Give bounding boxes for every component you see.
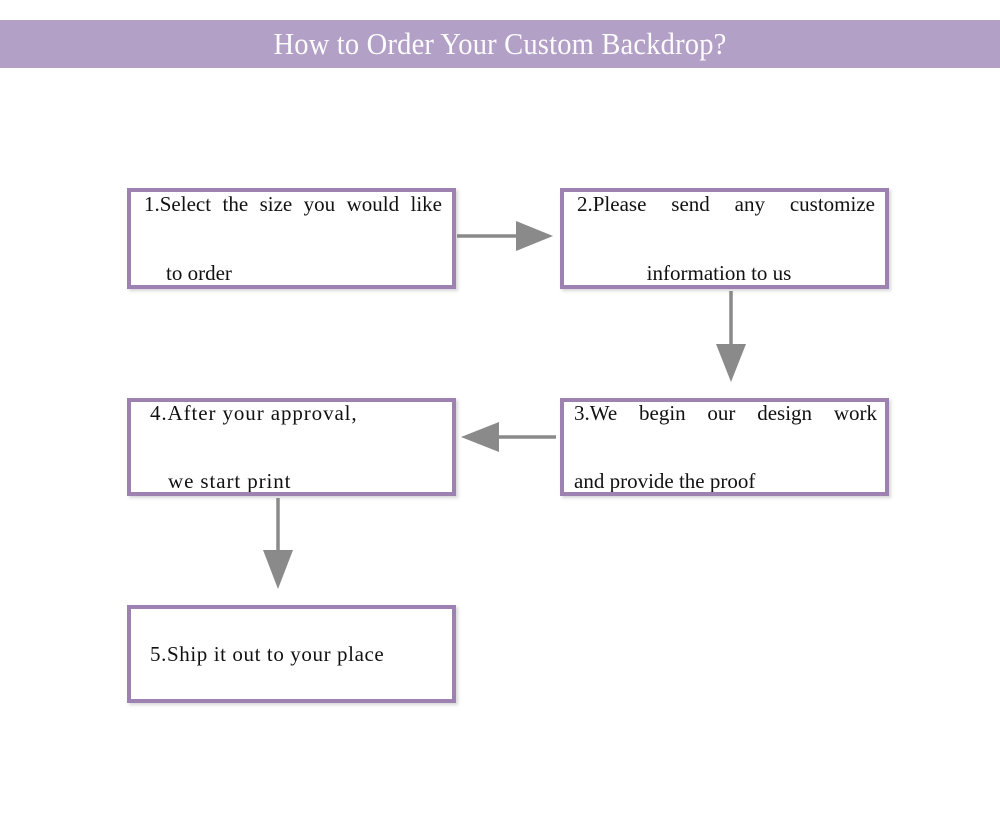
flow-step-1-line-1: 1.Select the size you would like [144,192,442,217]
flow-step-2-line-1: 2.Please send any customize [577,192,875,217]
flow-step-5-line-1: 5.Ship it out to your place [150,642,385,666]
flow-step-4-line-1: 4.After your approval, [150,400,358,425]
page-title: How to Order Your Custom Backdrop? [273,26,727,61]
flow-step-4-line-2: we start print [168,469,292,494]
flow-step-box-4[interactable]: 4.After your approval, we start print [127,398,456,496]
title-band [0,20,1000,68]
flow-step-1-line-2: to order [166,260,232,285]
arrow-step2-to-step3 [716,291,746,382]
flow-step-text-3: 3.We begin our design work and provide t… [564,400,885,494]
flow-step-3-line-2: and provide the proof [574,469,756,494]
arrow-step4-to-step5 [263,498,293,589]
flow-step-text-4: 4.After your approval, we start print [131,400,452,494]
flow-step-box-3[interactable]: 3.We begin our design work and provide t… [560,398,889,496]
flow-step-box-2[interactable]: 2.Please send any customize information … [560,188,889,289]
flow-step-box-1[interactable]: 1.Select the size you would like to orde… [127,188,456,289]
arrow-step1-to-step2 [457,221,553,251]
flow-step-box-5[interactable]: 5.Ship it out to your place [127,605,456,703]
flow-step-2-line-2: information to us [646,260,792,285]
flow-step-3-line-1: 3.We begin our design work [574,400,877,425]
flow-step-text-1: 1.Select the size you would like to orde… [131,192,452,285]
flow-step-text-2: 2.Please send any customize information … [564,192,885,285]
arrow-step3-to-step4 [461,422,556,452]
flow-step-text-5: 5.Ship it out to your place [131,609,452,699]
